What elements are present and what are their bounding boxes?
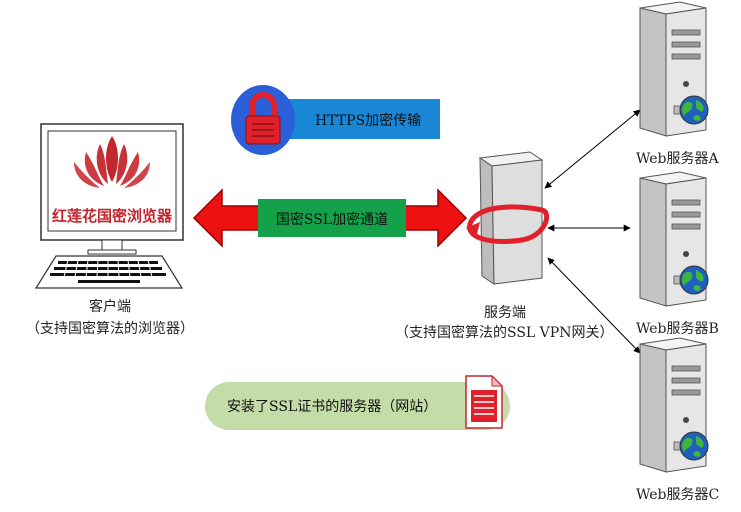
lotus-logo [74, 136, 150, 188]
gateway-tower-icon [466, 151, 549, 285]
client-sublabel: （支持国密算法的浏览器） [26, 321, 194, 337]
server-label: 服务端 [484, 305, 526, 321]
link-to-server-c [547, 257, 641, 354]
tunnel-label-box: 国密SSL加密通道 [258, 199, 406, 237]
client-computer: 红莲花国密浏览器 [38, 122, 186, 292]
monitor-icon [40, 123, 184, 255]
certificate-icon [465, 374, 504, 429]
tower-server-icon [639, 1, 709, 137]
legend-pill: 安装了SSL证书的服务器（网站） [205, 382, 510, 430]
web-server-b [634, 170, 720, 310]
server-sublabel: （支持国密算法的SSL VPN网关） [395, 325, 614, 341]
client-brand-text: 红莲花国密浏览器 [51, 207, 172, 225]
https-banner-text: HTTPS加密传输 [315, 113, 422, 129]
tower-server-icon [639, 337, 709, 473]
tower-server-icon [639, 171, 709, 307]
legend-text: 安装了SSL证书的服务器（网站） [227, 399, 438, 415]
link-to-server-a [544, 109, 641, 189]
web-server-c-label: Web服务器C [636, 487, 720, 503]
web-server-a [634, 0, 720, 140]
web-server-c [634, 336, 720, 476]
web-server-b-label: Web服务器B [636, 321, 719, 337]
web-server-a-label: Web服务器A [636, 151, 719, 167]
client-label: 客户端 [89, 299, 131, 315]
keyboard-icon [34, 255, 184, 289]
lock-icon [231, 85, 295, 155]
tunnel-label-text: 国密SSL加密通道 [275, 212, 389, 228]
